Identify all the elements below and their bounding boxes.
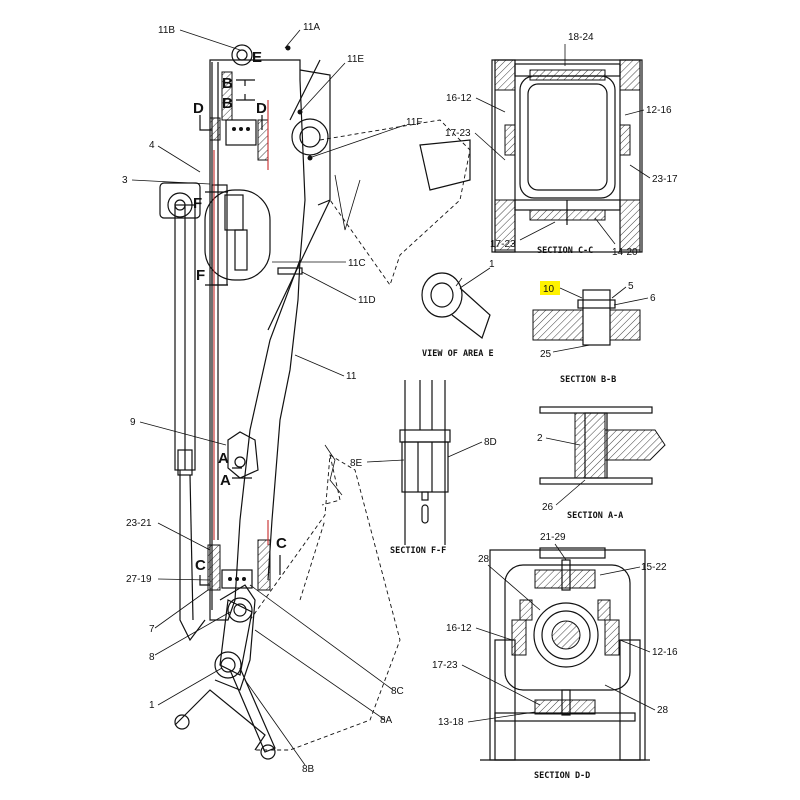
view-area-e: 1 VIEW OF AREA E: [421, 259, 495, 359]
marker-f-lower: F: [196, 267, 205, 284]
label-16-12-b: 16-12: [446, 623, 472, 634]
label-8e: 8E: [350, 458, 363, 469]
label-8b: 8B: [302, 764, 315, 775]
label-2: 2: [537, 433, 543, 444]
marker-a-lower: A: [220, 472, 231, 489]
label-11d: 11D: [358, 295, 376, 306]
marker-b-lower: B: [222, 95, 233, 112]
marker-e: E: [252, 49, 262, 66]
marker-c-left: C: [195, 557, 206, 574]
marker-f-upper: F: [193, 195, 202, 212]
label-15-22: 15-22: [641, 562, 667, 573]
label-28-b: 28: [657, 705, 669, 716]
label-16-12-a: 16-12: [446, 93, 472, 104]
label-28-a: 28: [478, 554, 490, 565]
marker-a-upper: A: [218, 450, 229, 467]
label-11a: 11A: [303, 22, 320, 33]
label-17-23-c: 17-23: [432, 660, 458, 671]
label-1: 1: [149, 700, 155, 711]
caption-section-cc: SECTION C-C: [537, 246, 593, 256]
section-cc: 18-24 16-12 12-16 17-23 23-17 17-23 14-2…: [445, 32, 678, 258]
section-markers: E B B D D F F A A C C: [193, 49, 287, 586]
label-13-18: 13-18: [438, 717, 464, 728]
label-11e: 11E: [347, 54, 364, 65]
marker-c-right: C: [276, 535, 287, 552]
label-12-16-b: 12-16: [652, 647, 678, 658]
label-17-23-a: 17-23: [445, 128, 471, 139]
label-6: 6: [650, 293, 656, 304]
label-4: 4: [149, 140, 155, 151]
label-8: 8: [149, 652, 155, 663]
highlight-10: [540, 281, 560, 295]
label-11b: 11B: [158, 25, 175, 36]
label-14-20: 14-20: [612, 247, 638, 258]
label-23-17: 23-17: [652, 174, 678, 185]
label-25: 25: [540, 349, 552, 360]
label-18-24: 18-24: [568, 32, 594, 43]
marker-d-left: D: [193, 100, 204, 117]
section-dd: 21-29 28 15-22 16-12 12-16 17-23 28 13-1…: [432, 532, 678, 781]
label-8d: 8D: [484, 437, 497, 448]
marker-b-upper: B: [222, 75, 233, 92]
label-7: 7: [149, 624, 155, 635]
label-9: 9: [130, 417, 136, 428]
label-11c: 11C: [348, 258, 366, 269]
label-10: 10: [543, 284, 555, 295]
caption-section-ff: SECTION F-F: [390, 546, 446, 556]
caption-view-area-e: VIEW OF AREA E: [422, 349, 494, 359]
caption-section-bb: SECTION B-B: [560, 375, 616, 385]
label-11f: 11F: [406, 117, 423, 128]
caption-section-aa: SECTION A-A: [567, 511, 623, 521]
marker-d-right: D: [256, 100, 267, 117]
label-11: 11: [346, 371, 357, 382]
section-ff: 8E 8D SECTION F-F: [350, 380, 497, 556]
label-23-21: 23-21: [126, 518, 152, 529]
label-21-29: 21-29: [540, 532, 566, 543]
hydraulic-cylinder: [159, 182, 206, 642]
label-17-23-b: 17-23: [490, 239, 516, 250]
label-27-19: 27-19: [126, 574, 152, 585]
label-26: 26: [542, 502, 554, 513]
stick-assembly: [159, 44, 471, 760]
label-8c: 8C: [391, 686, 404, 697]
label-8a: 8A: [380, 715, 393, 726]
section-bb: 10 5 6 25 SECTION B-B: [532, 281, 656, 385]
caption-section-dd: SECTION D-D: [534, 771, 590, 781]
main-callouts: 11B 11A 11E 11F 4 3 11C 11D 11 9 23-21 2…: [122, 22, 423, 775]
label-e-1: 1: [489, 259, 495, 270]
label-12-16-a: 12-16: [646, 105, 672, 116]
label-3: 3: [122, 175, 128, 186]
label-5: 5: [628, 281, 634, 292]
section-aa: 2 26 SECTION A-A: [537, 406, 666, 521]
